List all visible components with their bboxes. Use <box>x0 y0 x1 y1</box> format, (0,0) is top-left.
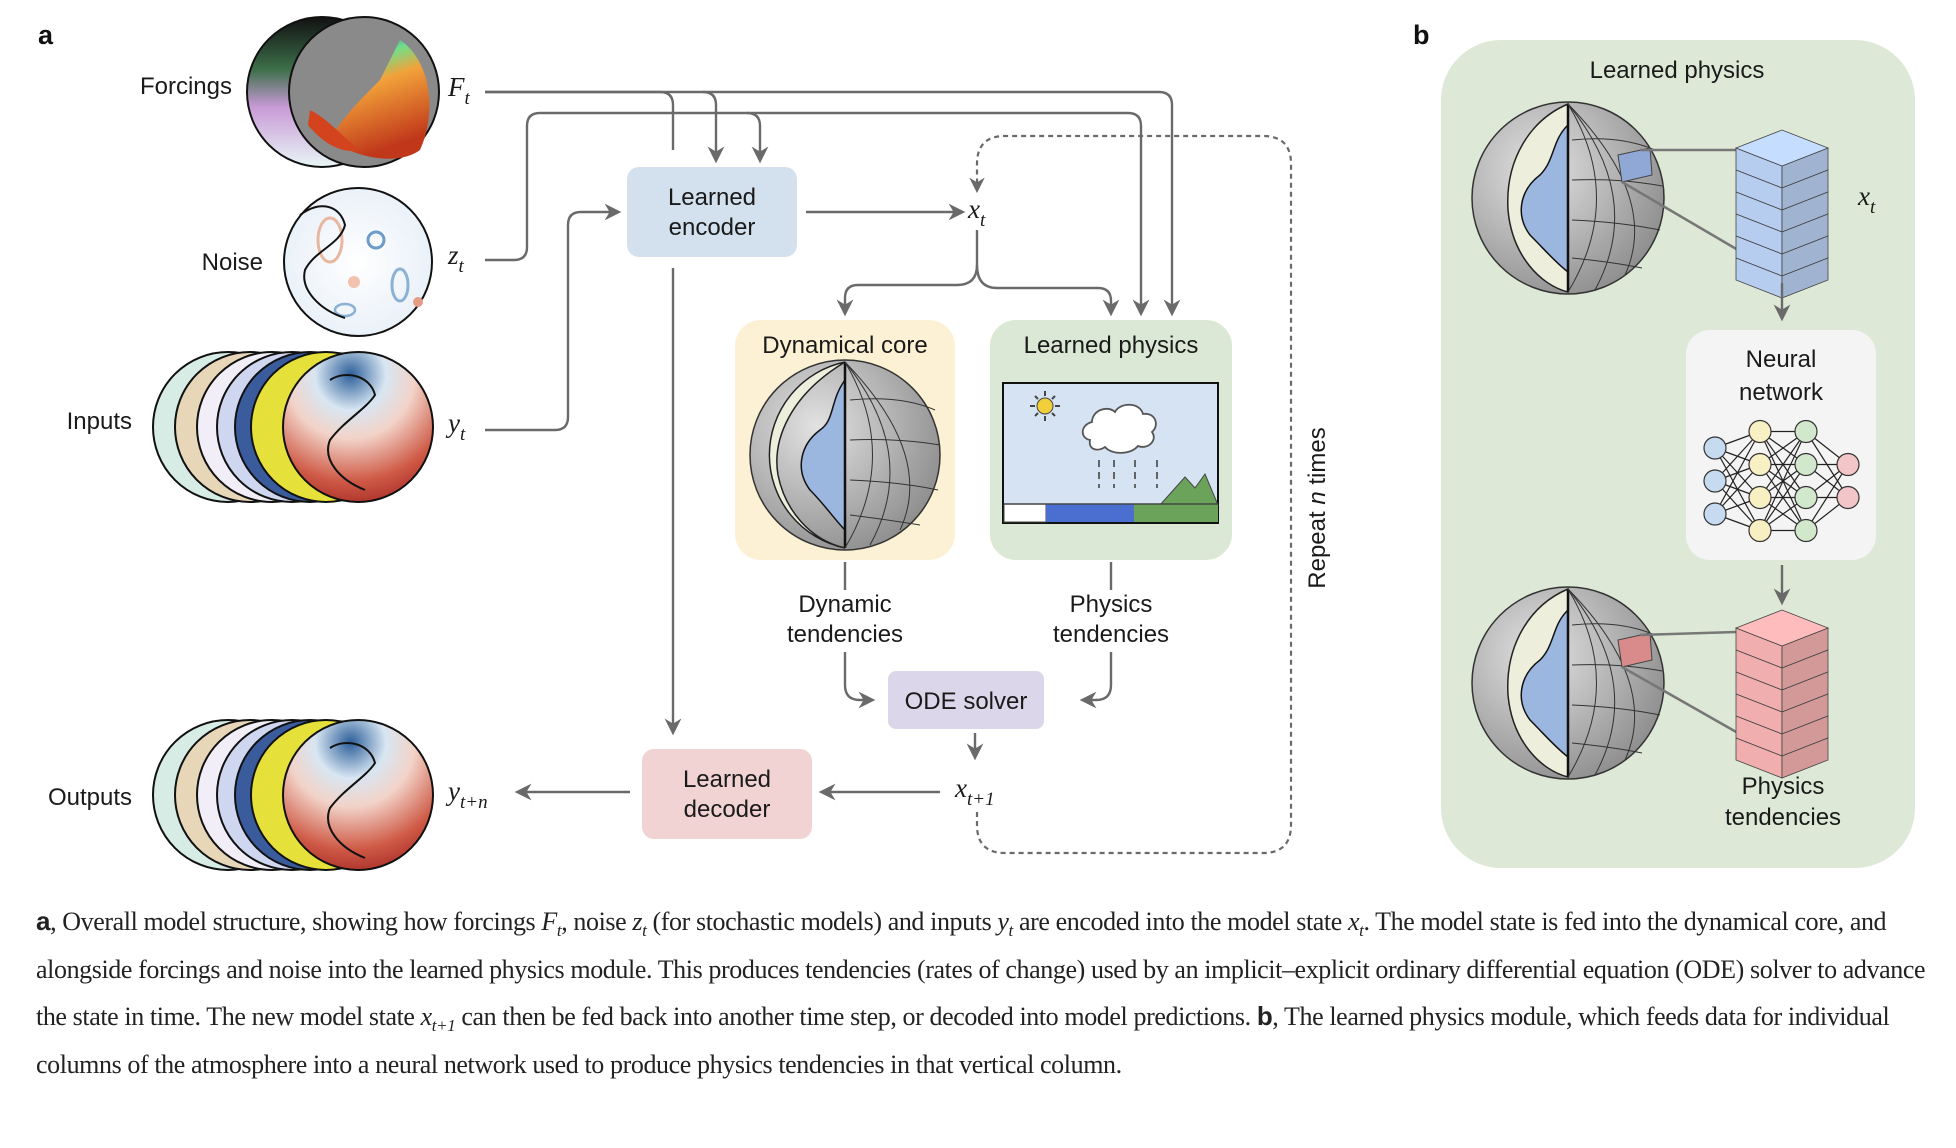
physics-tendencies-label-2: tendencies <box>1053 621 1169 648</box>
cloud-icon <box>1081 403 1157 454</box>
nn-node <box>1836 485 1860 510</box>
learned-encoder-box: Learned encoder <box>627 167 797 257</box>
panel-a-label: a <box>38 20 54 50</box>
noise-label: Noise <box>202 249 263 276</box>
inputs-to-encoder-arrow <box>485 203 622 432</box>
next-state-var: xt+1 <box>954 773 995 810</box>
outputs-label: Outputs <box>48 784 132 811</box>
svg-text:Neural: Neural <box>1746 346 1817 373</box>
nn-edge <box>1714 431 1761 515</box>
inputs-label: Inputs <box>67 408 132 435</box>
ode-solver-box: ODE solver <box>888 671 1044 729</box>
column-layer-side <box>1781 737 1829 779</box>
figure-caption: a, Overall model structure, showing how … <box>36 906 1926 1079</box>
dynamic-tendencies-label-2: tendencies <box>787 621 903 648</box>
svg-text:Learned physics: Learned physics <box>1024 332 1199 359</box>
nn-node <box>1703 469 1727 493</box>
learned-physics-panel: Learned physics xt Neural network <box>1441 40 1915 868</box>
connectors <box>485 90 1293 855</box>
panel-b-state-var: xt <box>1857 181 1876 218</box>
nn-node <box>1703 436 1727 460</box>
nn-node <box>1794 452 1818 477</box>
svg-text:Learned: Learned <box>683 766 771 793</box>
nn-node <box>1836 452 1860 477</box>
dynamic-tendencies-label: Dynamic <box>798 591 891 618</box>
nn-node <box>1794 518 1818 543</box>
output-column-icon <box>1734 609 1830 779</box>
noise-globe-icon <box>283 187 433 337</box>
learned-physics-box: Learned physics <box>990 320 1232 560</box>
forcings-globe-icon <box>246 16 440 168</box>
input-column-icon <box>1734 129 1830 299</box>
state-var: xt <box>967 194 986 231</box>
noise-to-encoder-arrow <box>485 111 769 262</box>
neural-network-diagram-icon <box>1703 419 1860 543</box>
nn-node <box>1748 419 1772 444</box>
figure: a b Forcings Ft Noise zt Inputs yt Outpu… <box>38 16 1915 871</box>
svg-text:encoder: encoder <box>669 214 756 241</box>
state-to-core-arrow <box>836 230 979 317</box>
svg-text:network: network <box>1739 379 1824 406</box>
nn-node <box>1794 419 1818 444</box>
nn-node <box>1794 485 1818 510</box>
svg-text:ODE solver: ODE solver <box>905 688 1028 715</box>
repeat-label: Repeat n times <box>1304 427 1331 588</box>
panel-b-output-label: Physics <box>1742 773 1825 800</box>
state-to-physics-arrow <box>975 264 1120 317</box>
forcings-label: Forcings <box>140 73 232 100</box>
noise-var: zt <box>447 240 465 277</box>
globe-with-column-icon <box>1471 101 1739 295</box>
noise-to-physics-arrow <box>747 111 1150 317</box>
forcings-var: Ft <box>447 72 471 109</box>
svg-text:decoder: decoder <box>684 796 771 823</box>
learned-decoder-box: Learned decoder <box>642 749 812 839</box>
nn-edge <box>1805 464 1849 531</box>
sun-icon <box>1030 391 1060 421</box>
outputs-var: yt+n <box>445 776 488 813</box>
nn-node <box>1748 485 1772 510</box>
dynamical-core-box: Dynamical core <box>735 320 955 560</box>
outputs-globe-stack-icon <box>152 719 434 871</box>
inputs-globe-stack-icon <box>152 351 434 503</box>
column-top <box>1734 609 1830 647</box>
forcing-line-to-decoder-top <box>485 90 675 150</box>
forcing-to-encoder-arrow <box>485 90 725 164</box>
nn-edge <box>1759 431 1807 531</box>
neural-network-box: Neural network <box>1686 330 1876 560</box>
phys-tend-to-ode-arrow <box>1079 652 1113 709</box>
column-top <box>1734 129 1830 167</box>
forcing-to-physics-arrow <box>703 90 1181 317</box>
weather-scene-icon <box>1002 382 1219 524</box>
svg-text:Dynamical core: Dynamical core <box>762 332 927 359</box>
cutaway-globe-icon <box>749 359 941 551</box>
panel-b-output-label-2: tendencies <box>1725 804 1841 831</box>
panel-b-label: b <box>1413 20 1430 50</box>
nn-node <box>1748 518 1772 543</box>
dyn-tend-to-ode-arrow <box>843 652 876 709</box>
nn-node <box>1748 452 1772 477</box>
nn-node <box>1703 502 1727 526</box>
inputs-var: yt <box>445 408 466 445</box>
panel-b-title: Learned physics <box>1590 57 1765 84</box>
nn-edge <box>1759 464 1807 531</box>
nn-edge <box>1759 431 1807 498</box>
rain-icon <box>1098 460 1158 488</box>
globe-with-output-column-icon <box>1471 586 1739 780</box>
physics-tendencies-label: Physics <box>1070 591 1153 618</box>
svg-text:Learned: Learned <box>668 184 756 211</box>
